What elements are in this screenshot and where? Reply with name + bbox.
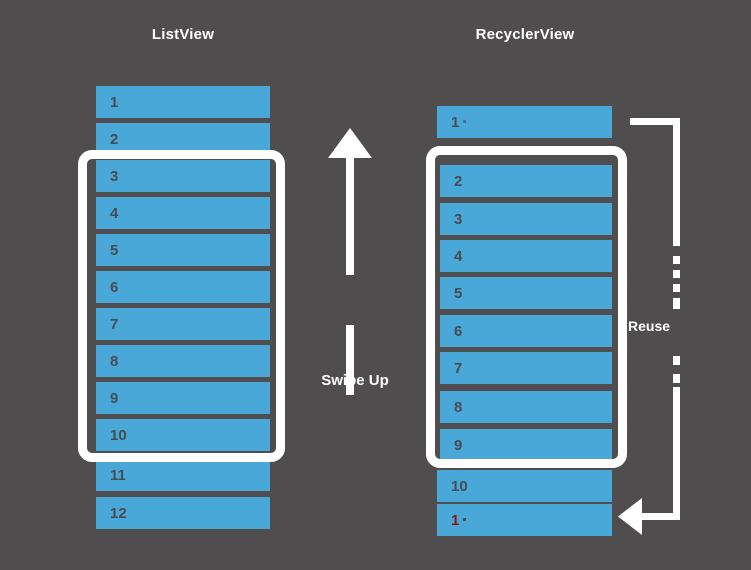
item-label: 7 xyxy=(454,359,463,377)
item-label: 1 xyxy=(451,511,460,529)
recyclerview-item[interactable]: 3 xyxy=(440,203,612,235)
item-label: 10 xyxy=(110,426,127,444)
listview-item[interactable]: 11 xyxy=(96,459,270,491)
listview-item[interactable]: 6 xyxy=(96,271,270,303)
item-label: 3 xyxy=(110,167,119,185)
listview-item[interactable]: 10 xyxy=(96,419,270,451)
item-label: 9 xyxy=(110,389,119,407)
item-dot-icon xyxy=(463,119,467,123)
listview-item[interactable]: 7 xyxy=(96,308,270,340)
recyclerview-item[interactable]: 1 xyxy=(437,106,612,138)
item-label: 1 xyxy=(451,113,460,131)
item-label: 6 xyxy=(454,322,463,340)
item-label: 11 xyxy=(110,466,126,484)
recyclerview-item[interactable]: 9 xyxy=(440,429,612,461)
item-label: 5 xyxy=(110,241,119,259)
item-label: 9 xyxy=(454,436,463,454)
listview-item[interactable]: 12 xyxy=(96,497,270,529)
item-label: 8 xyxy=(110,352,119,370)
swipe-up-annotation: Swipe Up xyxy=(300,120,410,400)
listview-column-title: ListView xyxy=(151,26,215,43)
item-label: 6 xyxy=(110,278,119,296)
recyclerview-item[interactable]: 10 xyxy=(437,470,612,502)
item-dot-icon xyxy=(463,517,467,521)
reuse-arrow-icon xyxy=(618,118,680,535)
item-label: 2 xyxy=(110,130,119,148)
listview-item[interactable]: 8 xyxy=(96,345,270,377)
listview-item[interactable]: 2 xyxy=(96,123,270,155)
item-label: 4 xyxy=(110,204,119,222)
item-label: 8 xyxy=(454,398,463,416)
recyclerview-column-title: RecyclerView xyxy=(475,26,575,43)
item-label: 10 xyxy=(451,477,468,495)
swipe-up-label: Swipe Up xyxy=(321,372,389,389)
listview-item[interactable]: 3 xyxy=(96,160,270,192)
listview-item[interactable]: 1 xyxy=(96,86,270,118)
recyclerview-item[interactable]: 2 xyxy=(440,165,612,197)
listview-item[interactable]: 4 xyxy=(96,197,270,229)
reuse-annotation xyxy=(616,104,751,544)
recyclerview-item[interactable]: 8 xyxy=(440,391,612,423)
recyclerview-item[interactable]: 7 xyxy=(440,352,612,384)
item-label: 7 xyxy=(110,315,119,333)
item-label: 4 xyxy=(454,247,463,265)
item-label: 12 xyxy=(110,504,127,522)
item-label: 2 xyxy=(454,172,463,190)
item-label: 5 xyxy=(454,284,463,302)
item-label: 3 xyxy=(454,210,463,228)
recyclerview-item[interactable]: 4 xyxy=(440,240,612,272)
listview-item[interactable]: 9 xyxy=(96,382,270,414)
item-label: 1 xyxy=(110,93,119,111)
recyclerview-item-reused[interactable]: 1 xyxy=(437,504,612,536)
recyclerview-item[interactable]: 6 xyxy=(440,315,612,347)
listview-item[interactable]: 5 xyxy=(96,234,270,266)
recyclerview-item[interactable]: 5 xyxy=(440,277,612,309)
reuse-label: Reuse xyxy=(628,318,671,334)
swipe-up-arrow-icon xyxy=(328,128,372,395)
